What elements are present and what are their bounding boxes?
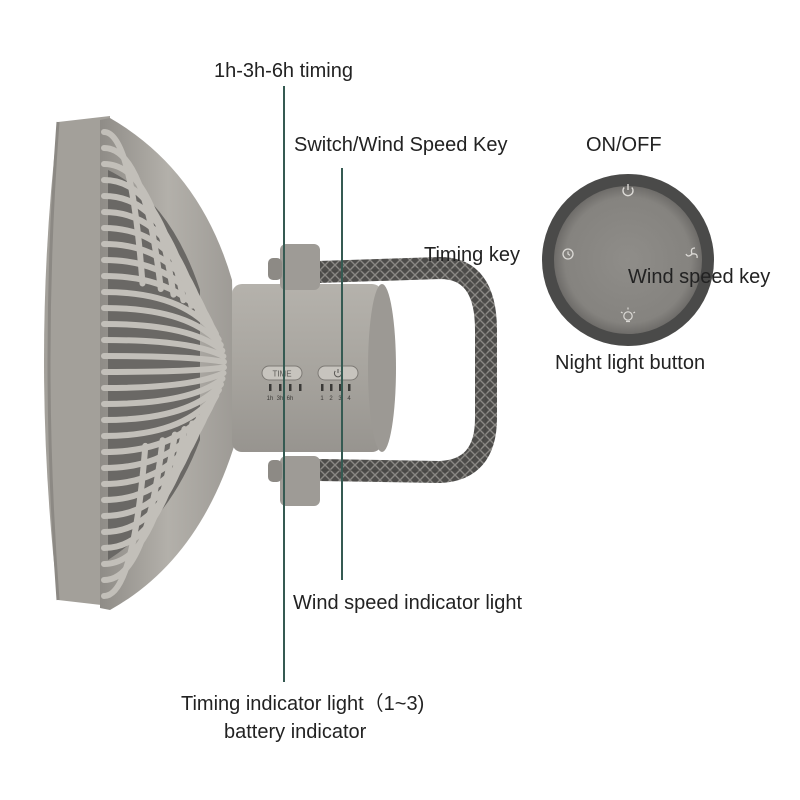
top-mount-cap [268, 258, 282, 280]
fan-hub [232, 284, 382, 452]
fan-back-rim [47, 121, 60, 601]
grille-rib [101, 364, 227, 375]
timing-indicator-light [279, 384, 282, 391]
grille-rib [101, 353, 227, 365]
label-night-light-button: Night light button [555, 352, 706, 374]
speed-mark-label: 3 [338, 396, 342, 402]
grille-rib [101, 289, 222, 343]
label-battery-indicator: battery indicator [224, 721, 367, 743]
grille-rib [101, 437, 166, 583]
speed-mark-label: 1 [320, 396, 324, 402]
speed-mark-label: 2 [329, 396, 333, 402]
grille-rib [101, 273, 219, 337]
label-wind-speed-key: Wind speed key [628, 266, 771, 288]
bulb-icon [620, 307, 636, 323]
control-knob-face [554, 186, 702, 334]
timer-icon [562, 248, 574, 260]
label-on-off: ON/OFF [586, 134, 662, 156]
bottom-mount [280, 456, 320, 506]
time-button-label: TIME [272, 370, 291, 379]
speed-mark-label: 4 [347, 396, 351, 402]
grille-rib [101, 442, 149, 599]
speed-indicator-light [321, 384, 324, 391]
bottom-mount-cap [268, 460, 282, 482]
timing-mark-label: 3h [277, 396, 284, 402]
time-button [261, 365, 303, 381]
top-mount [280, 244, 320, 290]
label-timing-key: Timing key [424, 244, 520, 266]
label-timing-range: 1h-3h-6h timing [214, 60, 353, 82]
speed-indicator-light [339, 384, 342, 391]
speed-indicator-light [330, 384, 333, 391]
grille-rib [101, 305, 224, 349]
grille-rib [101, 321, 226, 354]
grille-rib [101, 370, 227, 391]
label-switch-speed-key: Switch/Wind Speed Key [294, 134, 508, 156]
fan-back-shell [44, 116, 110, 606]
timing-mark-label: 6h [287, 396, 294, 402]
timing-mark-label: 1h [267, 396, 274, 402]
fan-handle-edge [317, 267, 487, 473]
grille-ribs [101, 129, 227, 599]
timing-indicator-light [269, 384, 272, 391]
label-timing-indicator: Timing indicator light（1~3) [181, 693, 425, 715]
fan-handle [317, 257, 497, 483]
speed-indicator-light [348, 384, 351, 391]
fan-icon [685, 247, 698, 259]
hub-front-face [368, 284, 396, 452]
power-icon [622, 184, 634, 197]
grille-rib [101, 381, 224, 423]
grille-rib [101, 337, 227, 360]
label-wind-speed-indicator: Wind speed indicator light [293, 592, 523, 614]
battery-indicator-light [299, 384, 302, 391]
timing-indicator-light [289, 384, 292, 391]
grille-rib [101, 375, 226, 407]
